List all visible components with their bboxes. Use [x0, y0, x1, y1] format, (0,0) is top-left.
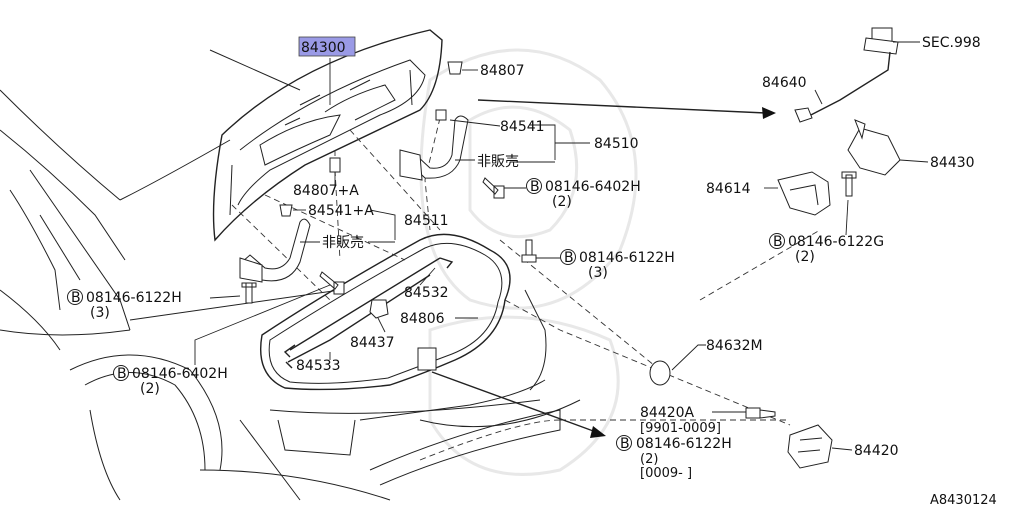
label-84532: 84532 — [404, 285, 449, 301]
label-range-1: [9901-0009] — [640, 421, 721, 436]
label-bolt-6122-mid: 08146-6122H — [579, 250, 675, 266]
hinge-left — [239, 218, 311, 283]
label-bolt-6122-br-qty: (2) — [640, 452, 658, 467]
label-84420: 84420 — [854, 443, 899, 459]
label-84806: 84806 — [400, 311, 445, 327]
latch-84430 — [847, 119, 901, 176]
label-bolt-6122-left: 08146-6122H — [86, 290, 182, 306]
bolt-marker-4: B — [117, 366, 127, 382]
label-84807a: 84807+A — [293, 183, 359, 199]
label-range-2: [0009- ] — [640, 466, 692, 481]
striker-84420 — [787, 424, 833, 469]
clip-84807 — [279, 61, 463, 217]
label-84437: 84437 — [350, 335, 395, 351]
label-84420a: 84420A — [640, 405, 695, 421]
trunk-lid-84300 — [212, 29, 443, 242]
bolts — [241, 171, 857, 419]
label-bolt-6122-left-qty: (3) — [90, 305, 110, 321]
leader-lines — [194, 41, 929, 451]
label-not-sold-2: 非販売 — [322, 235, 364, 251]
grommet-84632M — [649, 360, 671, 386]
label-84511: 84511 — [404, 213, 449, 229]
car-body-outline — [0, 49, 581, 501]
label-bolt-6122g-qty: (2) — [795, 249, 815, 265]
label-84510: 84510 — [594, 136, 639, 152]
bolt-marker-1: B — [530, 179, 540, 195]
labels: 84300 84807 84541 84510 非販売 84807+A 8454… — [71, 35, 997, 508]
bolt-markers — [67, 178, 785, 451]
label-bolt-6122-br: 08146-6122H — [636, 436, 732, 452]
label-bolt-6402-top-qty: (2) — [552, 194, 572, 210]
arrows — [431, 99, 776, 438]
cover-84614 — [777, 171, 831, 216]
label-84300: 84300 — [301, 40, 346, 56]
bolt-marker-5: B — [773, 234, 783, 250]
label-bolt-6402-left-qty: (2) — [140, 381, 160, 397]
rod-84640 — [794, 51, 891, 123]
label-bolt-6122-mid-qty: (3) — [588, 265, 608, 281]
label-84541-top: 84541 — [500, 119, 545, 135]
main-part-highlight — [298, 36, 356, 57]
latch-small — [417, 347, 437, 371]
bolt-marker-6: B — [620, 436, 630, 452]
label-not-sold-1: 非販売 — [477, 154, 519, 170]
label-bolt-6402-left: 08146-6402H — [132, 366, 228, 382]
trunk-opening — [260, 233, 511, 391]
label-bolt-6402-top: 08146-6402H — [545, 179, 641, 195]
label-bolt-6122g: 08146-6122G — [788, 234, 884, 250]
label-84541a: 84541+A — [308, 203, 374, 219]
cylinder-sec998 — [863, 27, 899, 55]
bolt-marker-3: B — [71, 290, 81, 306]
label-sec998: SEC.998 — [922, 35, 981, 51]
hinge-right — [399, 115, 469, 181]
label-84640: 84640 — [762, 75, 807, 91]
drawing-id: A8430124 — [930, 493, 997, 508]
label-84614: 84614 — [706, 181, 751, 197]
label-84430: 84430 — [930, 155, 975, 171]
stopper-84437 — [369, 299, 389, 319]
label-84533: 84533 — [296, 358, 341, 374]
label-84807-top: 84807 — [480, 63, 525, 79]
bolt-marker-2: B — [564, 250, 574, 266]
label-84632m: 84632M — [706, 338, 763, 354]
